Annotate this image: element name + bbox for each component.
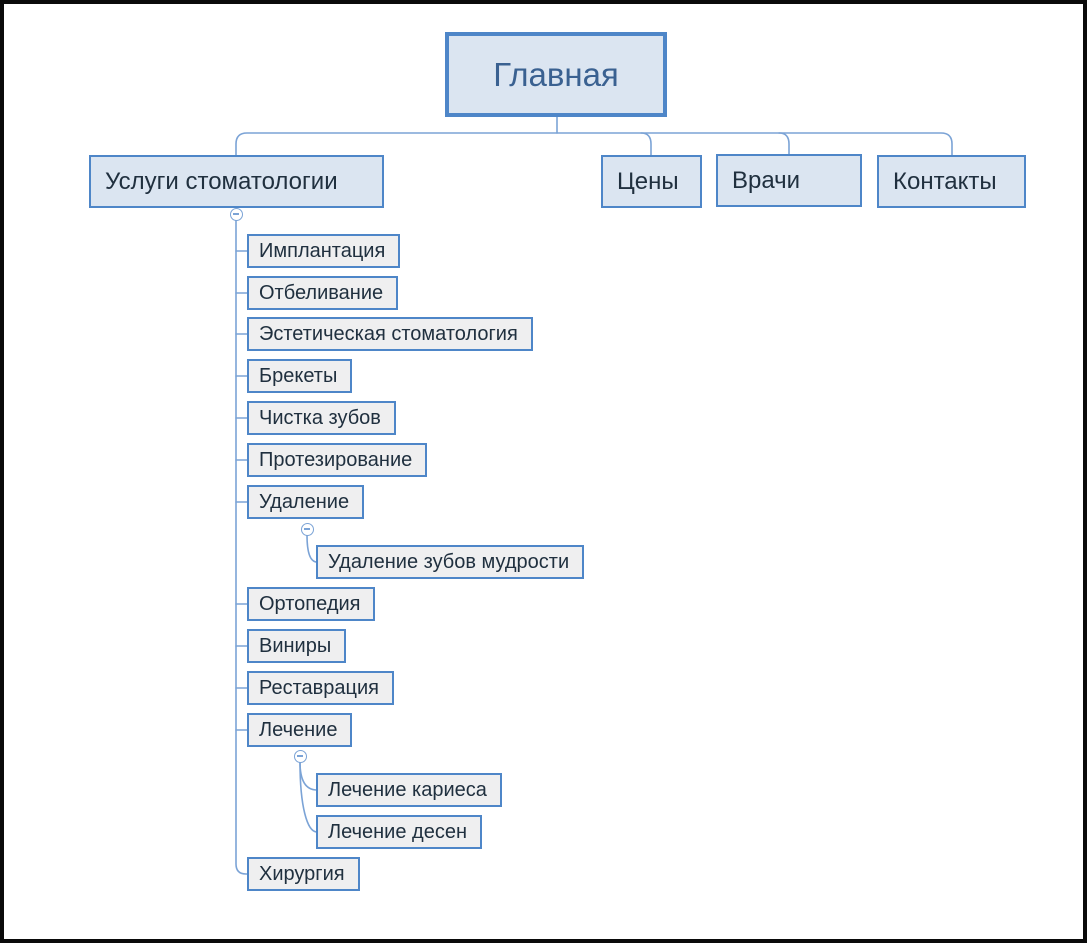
node-label: Ортопедия	[259, 592, 361, 615]
node-label: Эстетическая стоматология	[259, 322, 518, 345]
collapse-toggle-extraction[interactable]	[300, 522, 314, 536]
node-label: Лечение десен	[328, 820, 467, 843]
node-label: Удаление зубов мудрости	[328, 550, 570, 573]
node-label: Лечение	[259, 718, 338, 741]
node-doctors[interactable]: Врачи	[716, 154, 862, 207]
node-gum-treatment[interactable]: Лечение десен	[316, 815, 482, 849]
node-veneers[interactable]: Виниры	[247, 629, 347, 663]
node-surgery[interactable]: Хирургия	[247, 857, 360, 891]
node-label: Цены	[617, 167, 679, 195]
node-home[interactable]: Главная	[445, 32, 667, 117]
node-wisdom-teeth-extraction[interactable]: Удаление зубов мудрости	[316, 545, 585, 579]
connector-lines	[235, 115, 953, 875]
minus-icon	[297, 755, 303, 757]
node-label: Протезирование	[259, 448, 413, 471]
node-label: Брекеты	[259, 364, 338, 387]
node-label: Виниры	[259, 634, 332, 657]
node-contacts[interactable]: Контакты	[877, 155, 1026, 208]
node-implantation[interactable]: Имплантация	[247, 234, 401, 268]
node-restoration[interactable]: Реставрация	[247, 671, 394, 705]
node-label: Врачи	[732, 166, 801, 194]
node-teeth-cleaning[interactable]: Чистка зубов	[247, 401, 396, 435]
node-braces[interactable]: Брекеты	[247, 359, 353, 393]
node-label: Реставрация	[259, 676, 379, 699]
node-prosthetics[interactable]: Протезирование	[247, 443, 428, 477]
node-services[interactable]: Услуги стоматологии	[89, 155, 384, 208]
node-label: Отбеливание	[259, 281, 384, 304]
minus-icon	[233, 213, 239, 215]
node-label: Удаление	[259, 490, 350, 513]
node-orthopedics[interactable]: Ортопедия	[247, 587, 376, 621]
collapse-toggle-services[interactable]	[229, 207, 243, 221]
collapse-toggle-treatment[interactable]	[293, 749, 307, 763]
node-label: Имплантация	[259, 239, 386, 262]
node-extraction[interactable]: Удаление	[247, 485, 365, 519]
node-label: Лечение кариеса	[328, 778, 487, 801]
node-label: Хирургия	[259, 862, 345, 885]
node-aesthetic-dentistry[interactable]: Эстетическая стоматология	[247, 317, 533, 351]
node-label: Главная	[493, 55, 619, 93]
node-label: Услуги стоматологии	[105, 167, 338, 195]
node-caries-treatment[interactable]: Лечение кариеса	[316, 773, 502, 807]
node-whitening[interactable]: Отбеливание	[247, 276, 399, 310]
node-label: Контакты	[893, 167, 997, 195]
node-label: Чистка зубов	[259, 406, 381, 429]
minus-icon	[304, 528, 310, 530]
node-prices[interactable]: Цены	[601, 155, 702, 208]
node-treatment[interactable]: Лечение	[247, 713, 353, 747]
